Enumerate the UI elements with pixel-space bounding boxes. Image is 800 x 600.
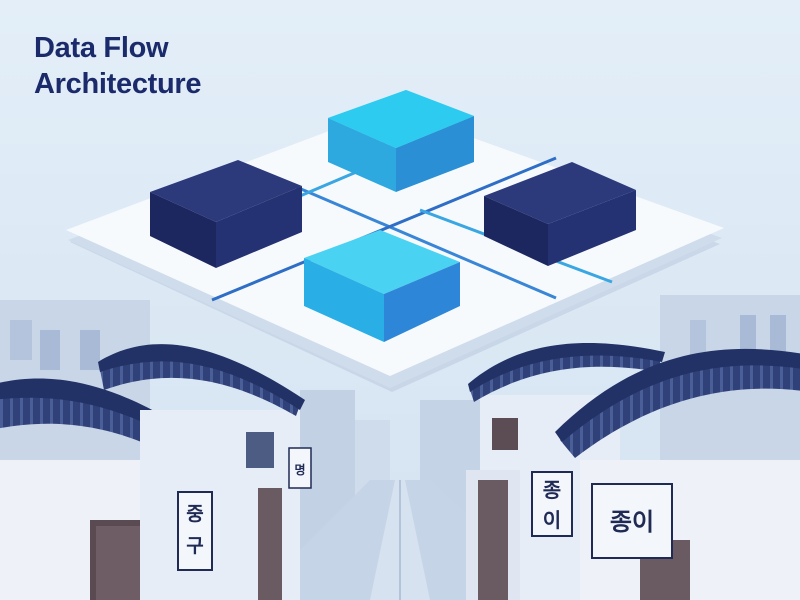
sign-right-board: 종이 — [591, 483, 673, 559]
sign-right-char-2: 이 — [543, 508, 561, 532]
page-title: Data Flow Architecture — [34, 30, 294, 102]
hanok-house-left-mid — [98, 344, 305, 600]
sign-left-vertical: 중 구 — [177, 491, 213, 571]
sign-left-small: 명 — [288, 447, 312, 489]
block-navy-left — [150, 160, 302, 268]
block-cyan-bottom — [304, 230, 460, 342]
sign-right-char-1: 종 — [543, 478, 561, 502]
sign-right-vertical: 종 이 — [531, 471, 573, 537]
title-line-2: Architecture — [34, 68, 202, 100]
block-cyan-top — [328, 90, 474, 192]
sign-right-board-text: 종이 — [610, 508, 654, 536]
sign-left-small-text: 명 — [294, 463, 305, 477]
title-line-1: Data Flow — [34, 32, 169, 64]
sign-left-char-2: 구 — [186, 535, 203, 557]
sign-left-char-1: 중 — [186, 503, 203, 525]
block-navy-right — [484, 162, 636, 266]
